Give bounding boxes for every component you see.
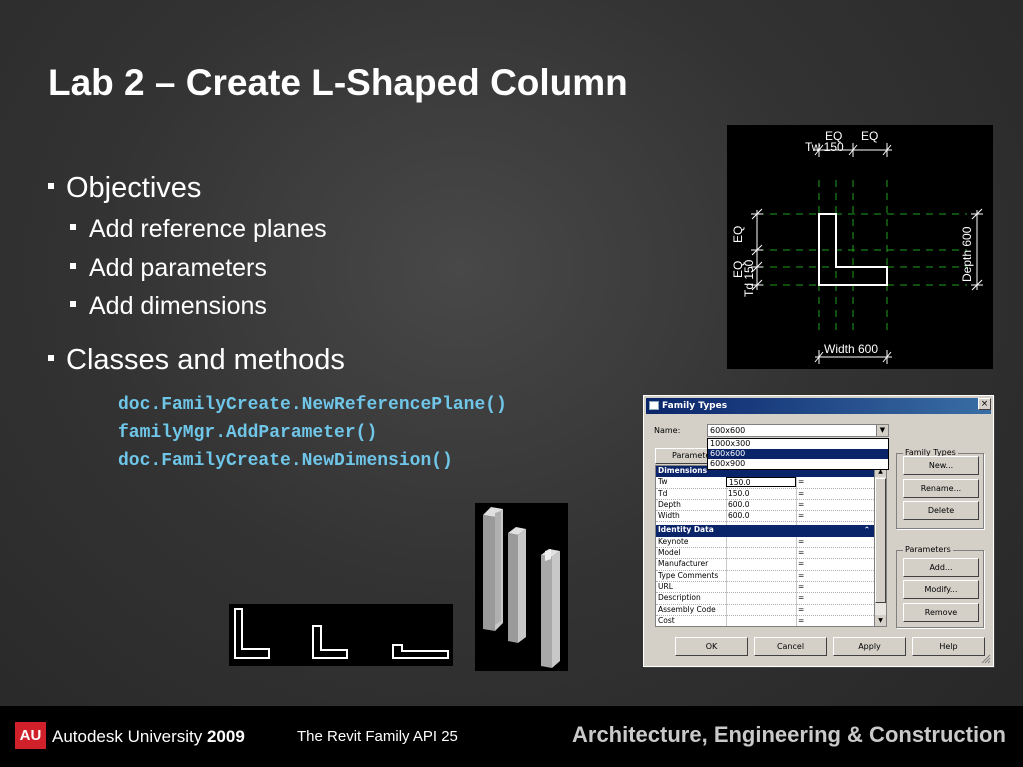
slide-title: Lab 2 – Create L-Shaped Column	[48, 62, 628, 103]
sub-bullet-parameters: Add parameters	[70, 254, 267, 283]
name-dropdown-list: 1000x300 600x600 600x900	[707, 438, 889, 470]
dim-label-td: Td 150	[742, 259, 756, 297]
table-row[interactable]: Cost=	[656, 616, 874, 626]
autodesk-university-logo: AU	[15, 722, 46, 749]
code-line-new-reference-plane: doc.FamilyCreate.NewReferencePlane()	[118, 395, 507, 415]
group-label: Family Types	[903, 448, 958, 457]
table-row[interactable]: URL=	[656, 582, 874, 594]
scrollbar-thumb[interactable]	[875, 478, 886, 603]
bullet-marker	[70, 301, 76, 308]
name-label: Name:	[654, 426, 681, 435]
bullet-text: Objectives	[66, 172, 202, 204]
scroll-down-icon[interactable]: ▼	[875, 615, 886, 626]
bullet-marker	[70, 263, 76, 270]
code-line-new-dimension: doc.FamilyCreate.NewDimension()	[118, 451, 453, 471]
l-profile-tall	[234, 608, 270, 659]
delete-type-button[interactable]: Delete	[903, 501, 979, 520]
family-types-group: Family Types	[896, 448, 984, 529]
dim-label-width: Width 600	[824, 342, 878, 356]
name-combo[interactable]: 600x600 ▼	[707, 424, 889, 437]
rename-type-button[interactable]: Rename...	[903, 479, 979, 498]
family-types-dialog: Family Types × Name: 600x600 ▼ 1000x300 …	[643, 395, 994, 667]
reference-plane-grid	[757, 180, 967, 330]
code-line-add-parameter: familyMgr.AddParameter()	[118, 423, 378, 443]
sub-bullet-reference-planes: Add reference planes	[70, 215, 327, 244]
footer-page-label: The Revit Family API 25	[297, 728, 458, 745]
sub-bullet-text: Add reference planes	[89, 215, 327, 243]
resize-grip-icon[interactable]	[981, 654, 991, 664]
help-button[interactable]: Help	[912, 637, 985, 656]
bullet-marker	[48, 355, 54, 362]
footer-year: 2009	[206, 727, 245, 746]
section-header-identity-data[interactable]: Identity Data⌃	[656, 525, 874, 537]
bullet-classes-methods: Classes and methods	[48, 344, 345, 377]
sub-bullet-dimensions: Add dimensions	[70, 292, 267, 321]
chevron-down-icon[interactable]: ▼	[876, 425, 888, 436]
modify-parameter-button[interactable]: Modify...	[903, 580, 979, 599]
collapse-icon: ⌃	[863, 525, 870, 535]
scroll-up-icon[interactable]: ▲	[875, 466, 886, 477]
table-row[interactable]: Description=	[656, 593, 874, 605]
dropdown-option[interactable]: 600x900	[710, 459, 746, 468]
dim-label-eq-left-bottom: EQ	[731, 261, 745, 278]
group-label: Parameters	[903, 545, 953, 554]
dim-label-depth: Depth 600	[960, 226, 974, 282]
table-row[interactable]: Assembly Code=	[656, 605, 874, 616]
dimension-lines	[751, 143, 983, 364]
l-shape-outline	[818, 213, 888, 286]
footer-bar	[0, 706, 1023, 767]
section-header-dimensions[interactable]: Dimensions⌃	[656, 466, 874, 478]
table-row[interactable]: Manufacturer=	[656, 559, 874, 571]
table-row[interactable]: Model=	[656, 548, 874, 560]
l-profile-wide	[392, 644, 449, 659]
sub-bullet-text: Add parameters	[89, 254, 267, 282]
close-icon[interactable]: ×	[978, 398, 991, 410]
bullet-marker	[48, 183, 54, 190]
add-parameter-button[interactable]: Add...	[903, 558, 979, 577]
sub-bullet-text: Add dimensions	[89, 292, 267, 320]
grid-scrollbar[interactable]: ▲ ▼	[875, 465, 887, 627]
name-combo-value: 600x600	[710, 426, 746, 435]
parameters-group: Parameters	[896, 545, 984, 628]
dropdown-option[interactable]: 1000x300	[710, 439, 751, 448]
table-row[interactable]: Type Comments=	[656, 571, 874, 582]
bullet-text: Classes and methods	[66, 344, 345, 376]
plan-drawing: EQ EQ Tw 150 EQ EQ Td 150 Depth 600 Widt…	[727, 125, 993, 369]
dim-label-eq-top-left: EQ	[825, 129, 842, 143]
dropdown-option-selected[interactable]: 600x600	[708, 449, 888, 459]
dim-label-eq-top-right: EQ	[861, 129, 878, 143]
window-icon	[649, 401, 659, 410]
table-row[interactable]: Keynote=	[656, 537, 874, 549]
collapse-icon: ⌃	[863, 466, 870, 475]
ok-button[interactable]: OK	[675, 637, 748, 656]
remove-parameter-button[interactable]: Remove	[903, 603, 979, 622]
l-profile-sections	[229, 604, 453, 666]
dialog-title-bar: Family Types	[646, 398, 991, 414]
footer-track-title: Architecture, Engineering & Construction	[572, 722, 1006, 747]
column-3d-views	[475, 503, 568, 671]
l-profile-medium	[312, 625, 348, 659]
new-type-button[interactable]: New...	[903, 456, 979, 475]
footer-brand: Autodesk University 2009	[52, 727, 245, 746]
dim-label-tw: Tw 150	[805, 140, 844, 154]
cancel-button[interactable]: Cancel	[754, 637, 827, 656]
bullet-objectives: Objectives	[48, 172, 201, 205]
dialog-title: Family Types	[662, 401, 728, 411]
dim-label-eq-left-top: EQ	[731, 226, 745, 243]
bullet-marker	[70, 224, 76, 231]
apply-button[interactable]: Apply	[833, 637, 906, 656]
